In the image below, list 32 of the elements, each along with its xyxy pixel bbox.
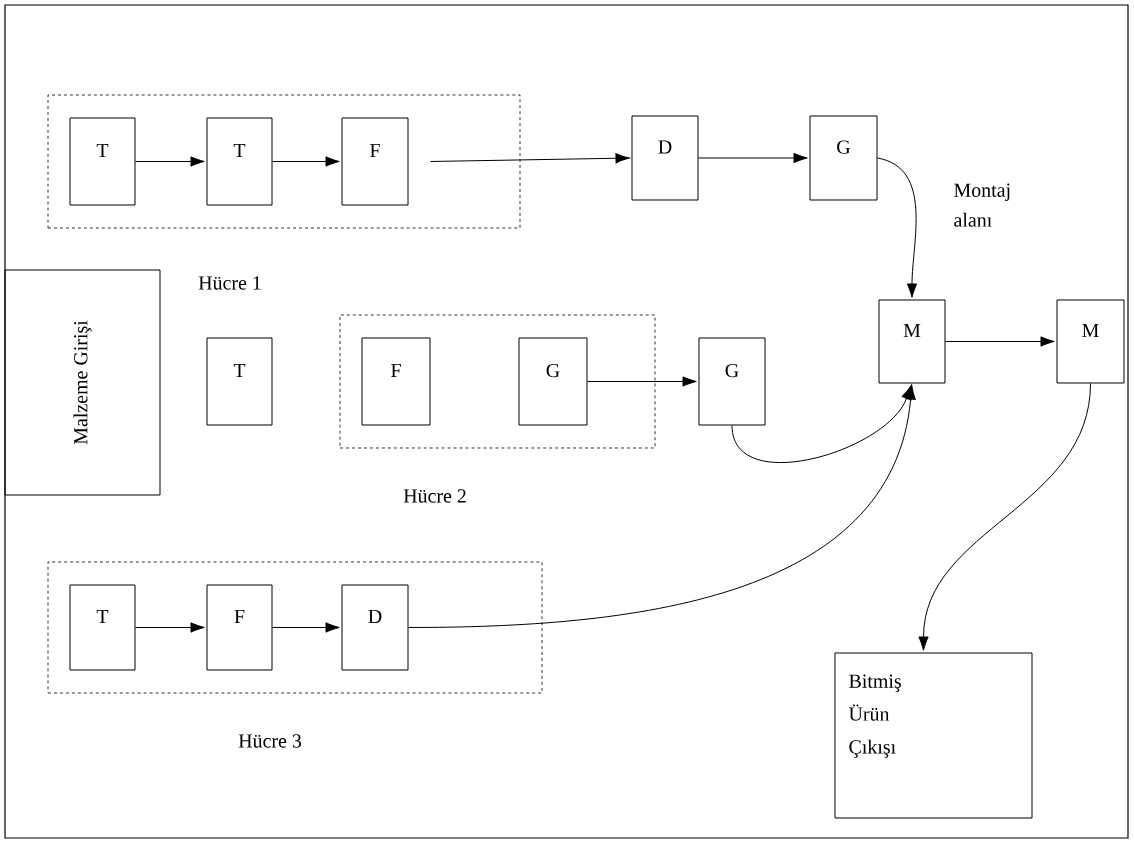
cell-label: Hücre 2 — [403, 489, 466, 503]
cell-label: Hücre 3 — [238, 734, 302, 748]
process-box: F — [361, 337, 431, 426]
arrow — [272, 622, 340, 633]
arrow — [877, 157, 918, 298]
output-box: Bitmiş Ürün Çıkışı — [834, 652, 1033, 819]
input-box: Malzeme Girişi — [4, 269, 161, 496]
process-box: G — [518, 337, 588, 426]
area-label: Montaj alanı — [954, 183, 1010, 227]
process-box: F — [206, 584, 273, 671]
process-box: D — [631, 115, 699, 201]
arrow — [272, 156, 340, 167]
arrow — [587, 376, 697, 387]
arrow — [135, 156, 205, 167]
arrow — [698, 152, 808, 164]
process-box: T — [206, 117, 273, 206]
arrow — [918, 383, 1091, 651]
arrow — [430, 153, 630, 164]
process-box: D — [341, 584, 409, 671]
arrow — [408, 385, 916, 628]
process-box: T — [206, 337, 273, 426]
process-box: M — [878, 299, 946, 384]
process-box: T — [69, 584, 136, 671]
cell-label: Hücre 1 — [198, 276, 261, 290]
process-box: G — [809, 115, 878, 201]
arrow — [731, 385, 912, 463]
arrow — [135, 622, 205, 633]
process-box: T — [69, 117, 136, 206]
process-box: F — [341, 117, 409, 206]
process-box: M — [1056, 299, 1125, 384]
arrow — [945, 336, 1055, 347]
process-box: G — [698, 337, 766, 426]
